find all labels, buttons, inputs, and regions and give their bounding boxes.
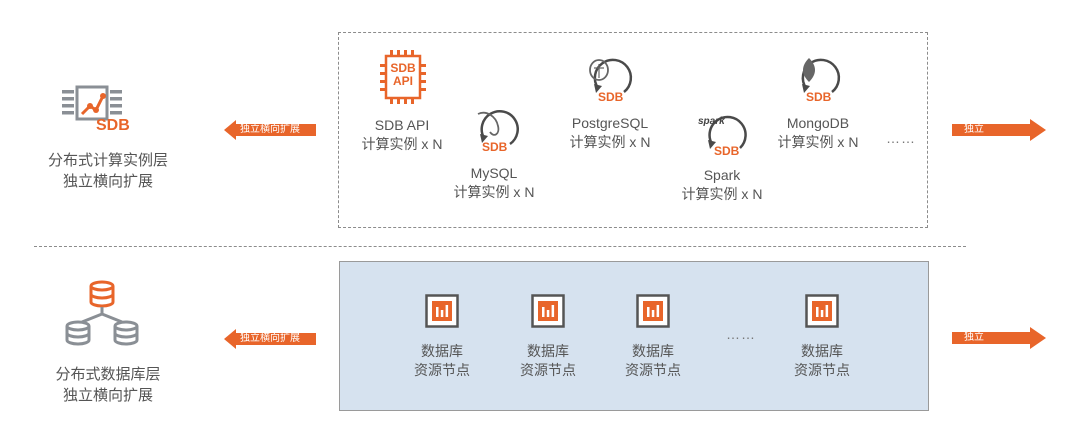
db-node-sublabel: 资源节点 [414,362,470,378]
mysql-sdb-icon: SDB [470,108,520,156]
database-nodes-panel [339,261,929,411]
mongodb-sdb-icon: SDB [792,56,842,104]
sdb-api-chip-text: SDB API [390,61,416,88]
mongodb-sdb-badge: SDB [806,90,832,104]
compute-layer-icon [60,84,140,140]
compute-instances-box [338,32,928,228]
database-left-arrow-text: 独立横向扩展 [240,333,300,344]
postgresql-sdb-icon: SDB [584,56,634,104]
sdb-api-count: 计算实例 x N [361,136,443,152]
db-node-icon [531,294,565,328]
spark-count: 计算实例 x N [681,186,763,202]
db-node-label: 数据库 [527,343,569,359]
compute-layer-title: 分布式计算实例层 [47,152,168,169]
db-node-icon [425,294,459,328]
database-right-arrow-text: 独立 [964,332,984,343]
spark-logo-text: spark [698,116,725,127]
compute-layer-badge: SDB [96,117,130,134]
postgresql-sdb-badge: SDB [598,90,624,104]
mongodb-name: MongoDB [786,115,850,131]
sdb-api-name: SDB API [374,117,430,133]
mysql-count: 计算实例 x N [453,184,535,200]
mongodb-count: 计算实例 x N [777,134,859,150]
spark-sdb-badge: SDB [714,144,740,158]
db-node-sublabel: 资源节点 [794,362,850,378]
database-left-arrow: 独立横向扩展 [224,329,316,349]
compute-left-arrow-text: 独立横向扩展 [240,124,300,135]
compute-left-arrow: 独立横向扩展 [224,120,316,140]
database-right-arrow: 独立 [952,327,1046,349]
postgresql-count: 计算实例 x N [569,134,651,150]
database-layer-title: 分布式数据库层 [55,366,161,383]
db-node-icon [805,294,839,328]
layer-divider [34,246,966,247]
spark-name: Spark [703,167,741,183]
db-node-label: 数据库 [421,343,463,359]
postgresql-name: PostgreSQL [571,115,649,131]
mysql-sdb-badge: SDB [482,140,508,154]
db-node-label: 数据库 [801,343,843,359]
sdb-api-chip-icon: SDB API [380,50,426,104]
db-node-sublabel: 资源节点 [520,362,576,378]
db-node-sublabel: 资源节点 [625,362,681,378]
compute-right-arrow-text: 独立 [964,124,984,135]
spark-sdb-icon: spark SDB [698,110,752,158]
compute-right-arrow: 独立 [952,119,1046,141]
compute-ellipsis: …… [886,130,916,146]
db-node-label: 数据库 [632,343,674,359]
database-layer-subtitle: 独立横向扩展 [62,387,153,404]
compute-layer-subtitle: 独立横向扩展 [62,173,153,190]
mysql-name: MySQL [470,165,518,181]
database-layer-icon [62,278,142,348]
database-ellipsis: …… [726,326,756,342]
db-node-icon [636,294,670,328]
